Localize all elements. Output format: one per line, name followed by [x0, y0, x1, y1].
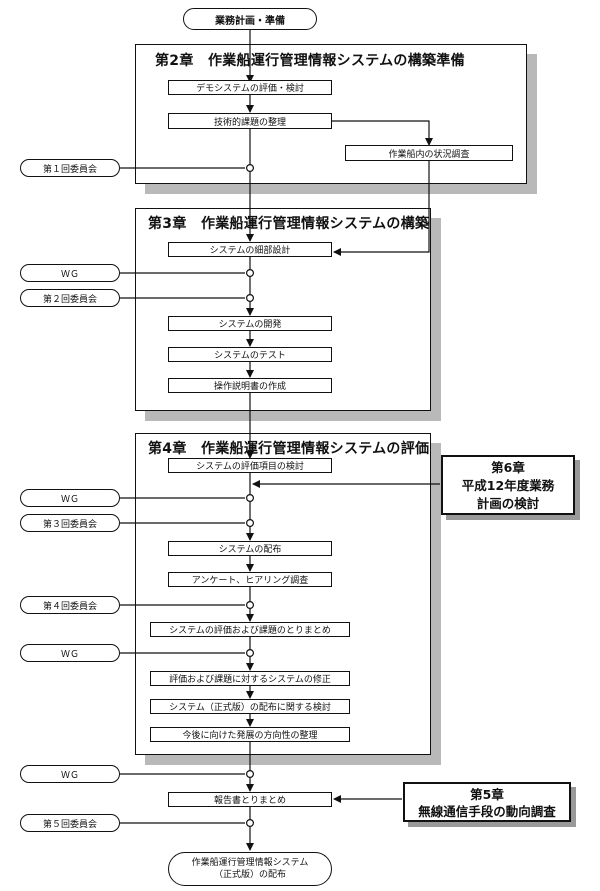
meeting-committee-2: 第２回委員会 — [20, 289, 120, 307]
meeting-wg-4: ＷＧ — [20, 765, 120, 783]
meeting-committee-5: 第５回委員会 — [20, 814, 120, 832]
step-test: システムのテスト — [168, 347, 332, 362]
chapter5-line2: 無線通信手段の動向調査 — [418, 804, 556, 819]
step-manual: 操作説明書の作成 — [168, 378, 332, 393]
step-future-direction: 今後に向けた発展の方向性の整理 — [150, 727, 350, 742]
step-system-fix: 評価および課題に対するシステムの修正 — [150, 671, 350, 686]
flow-branch-survey — [332, 120, 433, 146]
step-distribution: システムの配布 — [168, 541, 332, 556]
chapter6-line1: 第6章 — [491, 460, 525, 475]
meeting-wg-1: ＷＧ — [20, 264, 120, 282]
step-onboard-survey: 作業船内の状況調査 — [345, 145, 513, 161]
step-release-plan: システム（正式版）の配布に関する検討 — [150, 699, 350, 714]
chapter6-line2: 平成12年度業務 — [461, 478, 555, 493]
step-eval-items: システムの評価項目の検討 — [168, 458, 332, 473]
meeting-wg-2: ＷＧ — [20, 489, 120, 507]
step-survey-hearing: アンケート、ヒアリング調査 — [168, 572, 332, 587]
end-line2: （正式版）の配布 — [213, 870, 286, 880]
step-tech-issues: 技術的課題の整理 — [168, 113, 332, 129]
meeting-committee-3: 第３回委員会 — [20, 514, 120, 532]
chapter2-title: 第2章 作業船運行管理情報システムの構築準備 — [155, 53, 465, 69]
end-line1: 作業船運行管理情報システム — [191, 858, 309, 868]
start-node: 業務計画・準備 — [183, 8, 317, 30]
step-report: 報告書とりまとめ — [168, 792, 332, 807]
chapter3-title: 第3章 作業船運行管理情報システムの構築 — [148, 216, 430, 232]
step-development: システムの開発 — [168, 316, 332, 331]
chapter6-line3: 計画の検討 — [476, 496, 540, 511]
end-node: 作業船運行管理情報システム （正式版）の配布 — [168, 852, 332, 886]
chapter5-box: 第5章 無線通信手段の動向調査 — [403, 782, 571, 822]
meeting-wg-3: ＷＧ — [20, 644, 120, 662]
chapter6-box: 第6章 平成12年度業務 計画の検討 — [441, 455, 575, 515]
flow-survey-design — [333, 161, 430, 256]
step-detail-design: システムの細部設計 — [168, 242, 332, 257]
chapter5-line1: 第5章 — [470, 787, 504, 802]
meeting-committee-4: 第４回委員会 — [20, 596, 120, 614]
step-eval-summary: システムの評価および課題のとりまとめ — [150, 622, 350, 637]
step-demo-eval: デモシステムの評価・検討 — [168, 80, 332, 95]
chapter3-box — [135, 208, 431, 411]
meeting-committee-1: 第１回委員会 — [20, 159, 120, 177]
chapter4-title: 第4章 作業船運行管理情報システムの評価 — [148, 441, 430, 457]
